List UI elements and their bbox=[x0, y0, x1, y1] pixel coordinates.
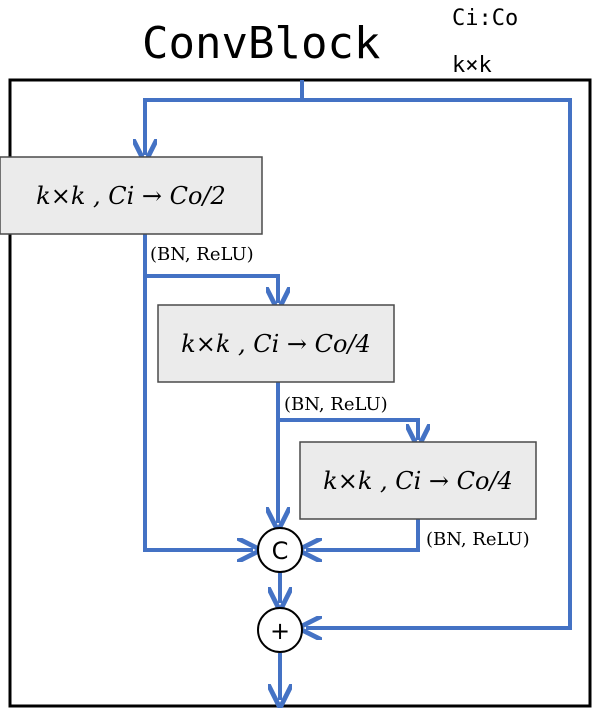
conv-block-2: k×k , Ci → Co/4 bbox=[157, 304, 395, 383]
conv-block-1: k×k , Ci → Co/2 bbox=[0, 156, 263, 235]
activation-label-2: (BN, ReLU) bbox=[284, 394, 388, 415]
conv-block-3-label: k×k , Ci → Co/4 bbox=[323, 467, 513, 495]
edge-to-block-1 bbox=[145, 98, 302, 155]
edge-block-1-to-concat bbox=[143, 234, 253, 550]
concat-node: C bbox=[257, 527, 303, 573]
edges bbox=[143, 80, 572, 700]
activation-label-3: (BN, ReLU) bbox=[426, 529, 530, 550]
diagram-title: ConvBlock bbox=[142, 18, 380, 69]
concat-node-label: C bbox=[272, 537, 289, 565]
conv-block-2-label: k×k , Ci → Co/4 bbox=[181, 330, 371, 358]
conv-block-1-label: k×k , Ci → Co/2 bbox=[36, 182, 226, 210]
activation-label-1: (BN, ReLU) bbox=[150, 244, 254, 265]
edge-block-3-to-concat bbox=[306, 519, 420, 550]
add-node: + bbox=[257, 607, 303, 653]
edge-skip bbox=[302, 98, 572, 628]
title-superscript: Ci:Co bbox=[452, 6, 518, 31]
edge-block-2-to-block-3 bbox=[278, 418, 418, 440]
title-subscript: k×k bbox=[452, 53, 492, 78]
edge-block-1-to-block-2 bbox=[145, 274, 278, 303]
add-node-label: + bbox=[270, 617, 290, 645]
conv-block-3: k×k , Ci → Co/4 bbox=[299, 441, 537, 520]
